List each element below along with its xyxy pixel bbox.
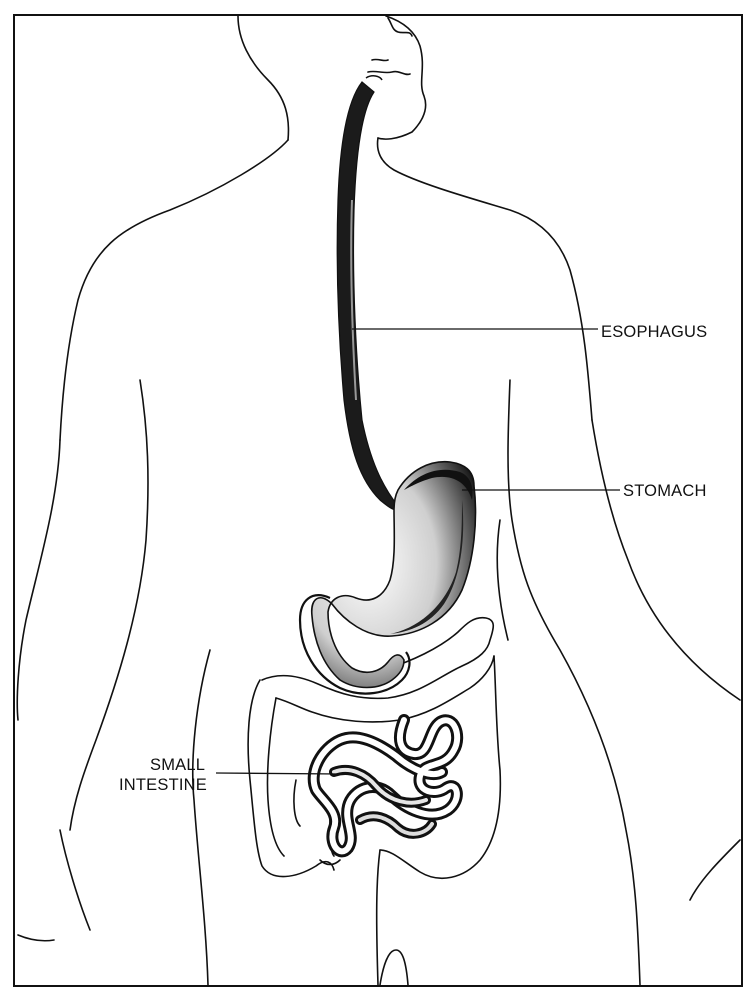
label-stomach: STOMACH xyxy=(623,482,707,500)
small-intestine-leader-line xyxy=(215,772,341,775)
stomach xyxy=(298,460,477,695)
body-outline xyxy=(16,15,741,986)
label-small-intestine-line2: INTESTINE xyxy=(119,776,207,794)
label-small-intestine-line1: SMALL xyxy=(150,756,206,774)
label-esophagus: ESOPHAGUS xyxy=(601,323,708,341)
colon-outline xyxy=(247,616,502,986)
small-intestine xyxy=(307,714,464,858)
esophagus xyxy=(336,75,399,510)
frame-border xyxy=(13,14,743,987)
